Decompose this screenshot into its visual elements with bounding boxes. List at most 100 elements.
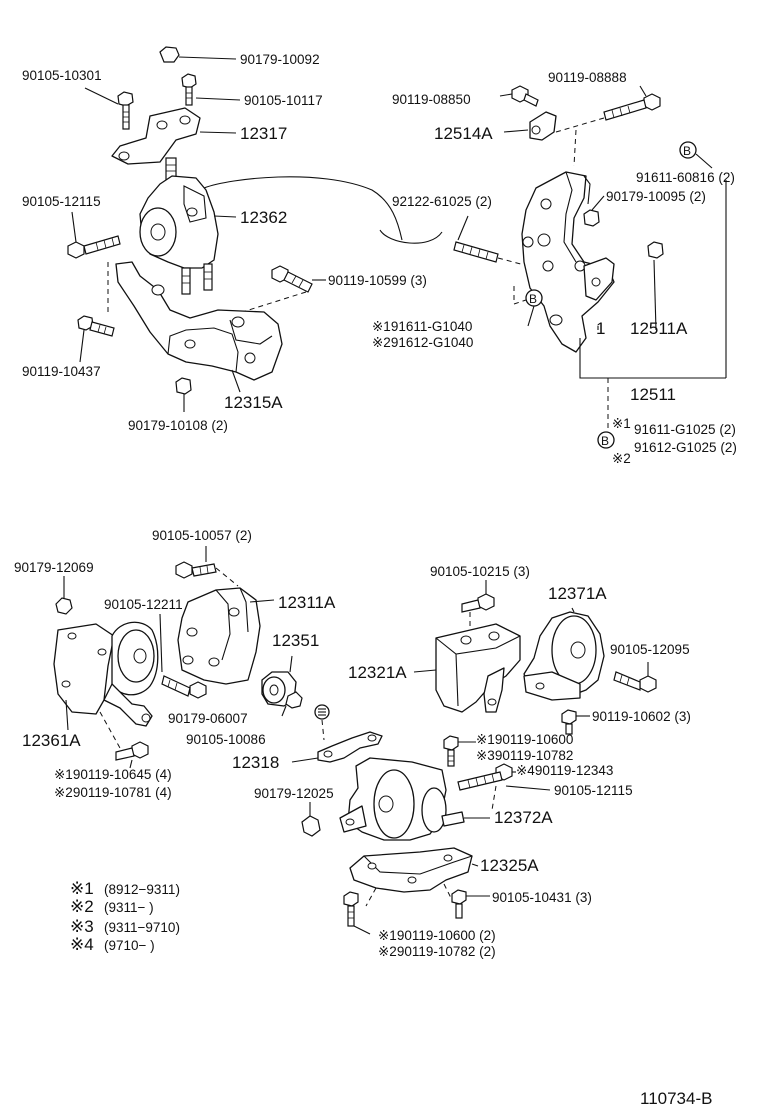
bolt-90119-10600-bottom xyxy=(343,891,371,935)
stud-92122-61025 xyxy=(379,215,537,269)
label-90105-12211: 90105-12211 xyxy=(104,597,183,612)
bolt-90105-10117 xyxy=(181,73,241,106)
bolt-90105-12211 xyxy=(159,613,207,699)
label-91611-G1025: 91611-G1025 (2) xyxy=(634,422,736,437)
bolt-90105-10301 xyxy=(84,87,134,130)
label-90105-12095: 90105-12095 xyxy=(610,642,690,657)
bolt-90105-10431 xyxy=(451,889,490,919)
label-12318: 12318 xyxy=(232,753,279,772)
reference-circle-b-mid: B xyxy=(513,286,543,327)
bolt-90119-08888 xyxy=(555,85,661,133)
nut-90179-06007 xyxy=(281,691,303,717)
svg-text:B: B xyxy=(683,144,691,158)
label-390119-10782: ※390119-10782 xyxy=(476,748,573,763)
legend-text-3: (9311−9710) xyxy=(104,920,180,935)
bolt-90119-10599 xyxy=(235,265,326,315)
label-mark2-top: ※2 xyxy=(612,451,631,466)
label-12351: 12351 xyxy=(272,631,319,650)
label-190119-10645: ※190119-10645 (4) xyxy=(54,767,172,782)
bolt-90119-10602 xyxy=(561,709,590,735)
bracket-12514A xyxy=(503,111,557,141)
engine-mount-12372A xyxy=(339,757,490,841)
label-91612-G1025: 91612-G1025 (2) xyxy=(634,440,737,455)
bolt-90105-12115-top xyxy=(67,211,121,259)
bolt-90105-12115-mid xyxy=(457,771,551,811)
label-12361A: 12361A xyxy=(22,731,81,750)
label-90105-12115-top: 90105-12115 xyxy=(22,194,101,209)
bolt-90105-10215 xyxy=(461,580,495,642)
label-12321A: 12321A xyxy=(348,663,407,682)
label-90119-10437: 90119-10437 xyxy=(22,364,101,379)
engine-mount-12371A xyxy=(523,607,605,701)
label-90179-12025: 90179-12025 xyxy=(254,786,334,801)
bolt-90105-10057 xyxy=(175,546,239,587)
label-90119-08850: 90119-08850 xyxy=(392,92,471,107)
svg-text:B: B xyxy=(529,292,537,306)
label-12372A: 12372A xyxy=(494,808,553,827)
label-12371A: 12371A xyxy=(548,584,607,603)
label-290119-10782-bottom: ※290119-10782 (2) xyxy=(378,944,496,959)
legend-mark-1: ※1 xyxy=(70,879,94,898)
engine-mount-12361A xyxy=(53,621,159,731)
legend-mark-2: ※2 xyxy=(70,897,94,916)
bolt-90119-10600-mid xyxy=(443,735,476,767)
legend-text-1: (8912−9311) xyxy=(104,882,180,897)
label-91611-60816: 91611-60816 (2) xyxy=(636,170,735,185)
label-90105-10117: 90105-10117 xyxy=(244,93,323,108)
label-290119-10781: ※290119-10781 (4) xyxy=(54,785,172,800)
plate-12318 xyxy=(291,731,383,763)
bracket-12325A xyxy=(349,847,479,907)
label-bracket-1: 1 xyxy=(596,319,605,338)
label-90105-10057: 90105-10057 (2) xyxy=(152,528,252,543)
label-12315A: 12315A xyxy=(224,393,283,412)
label-90105-10431: 90105-10431 (3) xyxy=(492,890,592,905)
nut-90179-12025 xyxy=(301,802,321,837)
reference-circle-b-top: B xyxy=(679,141,713,169)
nut-90179-10092 xyxy=(159,46,237,63)
label-90105-10215: 90105-10215 (3) xyxy=(430,564,530,579)
label-90119-08888: 90119-08888 xyxy=(548,70,627,85)
label-90105-12115-mid: 90105-12115 xyxy=(554,783,633,798)
bolt-90105-12095 xyxy=(613,662,657,693)
label-291612-G1040: ※291612-G1040 xyxy=(372,335,473,350)
label-190119-10600-mid: ※190119-10600 xyxy=(476,732,573,747)
label-490119-12343: ※490119-12343 xyxy=(516,763,613,778)
bolt-12511 xyxy=(647,241,664,331)
label-12511: 12511 xyxy=(630,385,676,404)
diagram-id: 110734-B xyxy=(640,1089,712,1108)
legend-text-2: (9311− ) xyxy=(104,900,154,915)
legend-text-4: (9710− ) xyxy=(104,938,155,953)
leader-12511 xyxy=(579,338,726,379)
label-190119-10600-bottom: ※190119-10600 (2) xyxy=(378,928,496,943)
label-90179-10108: 90179-10108 (2) xyxy=(128,418,228,433)
label-12325A: 12325A xyxy=(480,856,539,875)
label-191611-G1040: ※191611-G1040 xyxy=(372,319,472,334)
bracket-12311A xyxy=(177,587,275,685)
legend: ※1 (8912−9311) ※2 (9311− ) ※3 (9311−9710… xyxy=(70,879,180,954)
reference-circle-10086 xyxy=(314,704,330,741)
nut-90179-10095 xyxy=(583,195,605,227)
label-12514A: 12514A xyxy=(434,124,493,143)
legend-mark-4: ※4 xyxy=(70,935,94,954)
svg-text:B: B xyxy=(601,434,609,448)
label-90179-06007: 90179-06007 xyxy=(168,711,248,726)
label-12362: 12362 xyxy=(240,208,287,227)
bracket-12315A xyxy=(107,261,283,393)
label-90105-10301: 90105-10301 xyxy=(22,68,102,83)
label-mark1-top: ※1 xyxy=(612,416,631,431)
label-90119-10599: 90119-10599 (3) xyxy=(328,273,427,288)
label-90179-12069: 90179-12069 xyxy=(14,560,94,575)
label-90105-10086: 90105-10086 xyxy=(186,732,266,747)
label-12311A: 12311A xyxy=(278,593,336,612)
label-90119-10602: 90119-10602 (3) xyxy=(592,709,691,724)
reference-circle-b-bottom: B xyxy=(597,378,615,449)
label-90179-10095: 90179-10095 (2) xyxy=(606,189,706,204)
bolt-90119-10437 xyxy=(77,315,115,363)
engine-mount-insulator-12362 xyxy=(139,157,403,295)
label-90179-10092: 90179-10092 xyxy=(240,52,320,67)
nut-90179-12069 xyxy=(55,576,73,615)
label-92122-61025: 92122-61025 (2) xyxy=(392,194,492,209)
bolt-90119-10645 xyxy=(99,711,149,769)
legend-mark-3: ※3 xyxy=(70,917,94,936)
